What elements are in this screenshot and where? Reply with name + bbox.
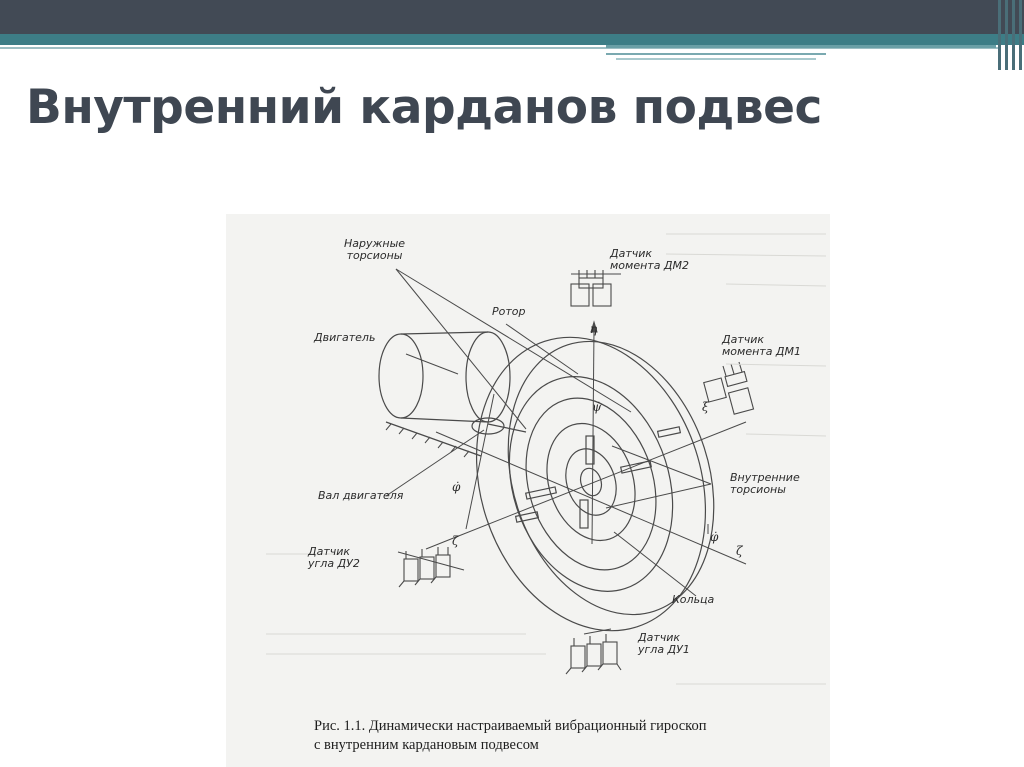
label-rotor: Ротор — [492, 305, 526, 318]
symbol-psi-dot: ψ̇ — [592, 400, 602, 414]
label-engine: Двигатель — [314, 331, 376, 344]
axes — [425, 320, 747, 565]
engine-cylinder — [378, 331, 511, 458]
rotor-disc — [475, 336, 715, 632]
symbol-xi-dot: ξ̇ — [702, 400, 709, 414]
symbol-phi-dot-right: φ̇ — [710, 530, 719, 544]
label-engine-shaft: Вал двигателя — [318, 489, 404, 502]
symbol-eta: η — [590, 322, 598, 336]
header-corner-stripes — [996, 0, 1024, 70]
sensor-du2 — [397, 547, 465, 588]
label-rings: Кольца — [672, 593, 715, 606]
caption-line1: Динамически настраиваемый вибрационный г… — [368, 718, 707, 734]
slide-title: Внутренний карданов подвес — [26, 80, 822, 135]
header-dark-bar — [0, 0, 1024, 34]
sensor-dm1 — [703, 361, 755, 415]
symbol-zeta-right: ζ — [736, 544, 743, 558]
header-thin-line — [0, 47, 1000, 49]
sensor-dm2 — [570, 270, 621, 307]
engine-shaft-line — [487, 423, 527, 433]
header-accent-lines — [606, 45, 996, 65]
gyroscope-drawing — [266, 233, 827, 685]
leader-lines — [385, 268, 712, 597]
figure-caption: Рис. 1.1. Динамически настраиваемый вибр… — [314, 717, 706, 755]
header-teal-bar — [0, 34, 1024, 45]
inner-torsions — [514, 426, 682, 529]
sensor-du1 — [565, 628, 622, 675]
caption-line2: с внутренним кардановым подвесом — [314, 737, 539, 753]
symbol-zeta-left: ζ — [452, 534, 459, 548]
symbol-phi-dot-left: φ̇ — [452, 480, 461, 494]
caption-prefix: Рис. 1.1. — [314, 718, 366, 734]
